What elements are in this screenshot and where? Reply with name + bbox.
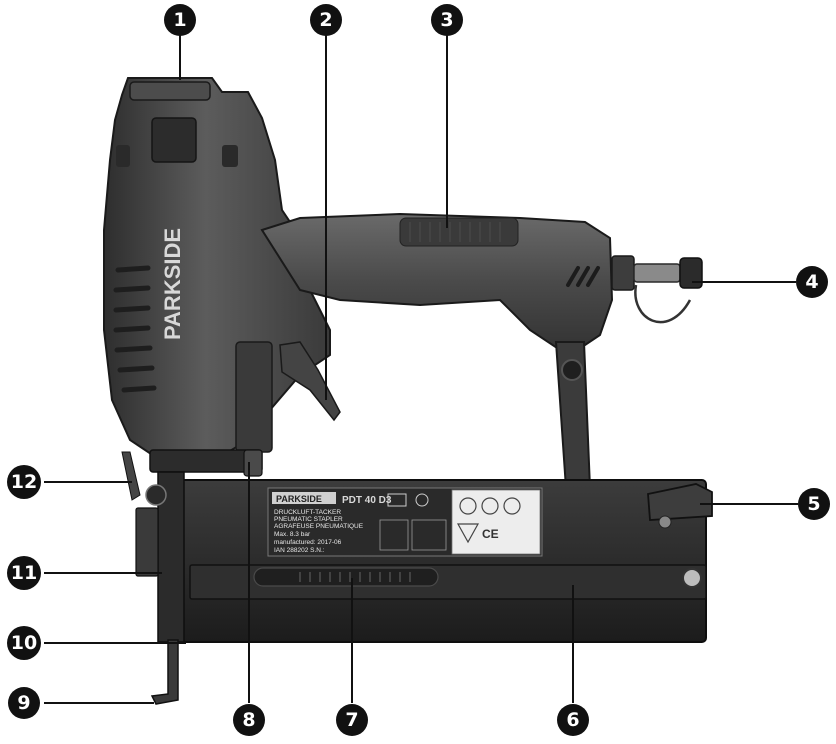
tool-body: PARKSIDE (103, 77, 713, 705)
callout-4: 4 (796, 266, 828, 298)
svg-text:3: 3 (440, 9, 453, 31)
dust-cap-strap (634, 284, 692, 324)
strut-screw (561, 359, 583, 381)
svg-text:4: 4 (805, 271, 818, 293)
leader-lines (44, 35, 798, 704)
warning-icon-3 (503, 497, 521, 515)
callout-5: 5 (798, 488, 830, 520)
depth-adjust-wheel (145, 484, 167, 506)
air-connector-fitting (633, 263, 681, 283)
triangle-warning-icon (456, 523, 480, 544)
callout-10: 10 (7, 626, 41, 660)
handle (260, 212, 614, 352)
callout-7: 7 (336, 704, 368, 736)
callout-11: 11 (7, 556, 41, 590)
label-line-1: DRUCKLUFT-TACKER (274, 509, 341, 516)
label-line-6: IAN 288202 S.N.: (274, 547, 325, 554)
svg-text:11: 11 (11, 562, 37, 584)
label-brand: PARKSIDE (276, 494, 322, 504)
label-line-3: AGRAFEUSE PNEUMATIQUE (274, 523, 364, 530)
housing-grip-ribs (113, 265, 157, 393)
callout-8: 8 (233, 704, 265, 736)
magazine-screw (682, 568, 702, 588)
svg-text:2: 2 (319, 9, 332, 31)
svg-text:1: 1 (173, 9, 186, 31)
warning-icon-1 (459, 497, 477, 515)
handle-stripes (566, 266, 600, 287)
top-cap (129, 81, 211, 101)
hook-clip (121, 451, 141, 501)
air-connector-nut (611, 255, 635, 291)
warning-icon-2 (481, 497, 499, 515)
svg-text:7: 7 (345, 709, 358, 731)
trigger (279, 341, 341, 422)
contact-safety (150, 639, 179, 705)
callout-3: 3 (431, 4, 463, 36)
svg-text:8: 8 (242, 709, 255, 731)
svg-text:6: 6 (566, 709, 579, 731)
label-line-5: manufactured: 2017-06 (274, 539, 342, 546)
label-line-2: PNEUMATIC STAPLER (274, 516, 343, 523)
label-line-4: Max. 8.3 bar (274, 531, 311, 538)
product-label: PARKSIDE PDT 40 D3 DRUCKLUFT-TACKER PNEU… (267, 487, 543, 557)
svg-text:10: 10 (11, 632, 37, 654)
safety-arm (135, 507, 159, 577)
nose-guide (157, 471, 185, 643)
svg-text:9: 9 (17, 692, 30, 714)
label-model: PDT 40 D3 (342, 495, 392, 506)
callout-6: 6 (557, 704, 589, 736)
housing (103, 77, 331, 461)
svg-text:12: 12 (11, 471, 37, 493)
callout-2: 2 (310, 4, 342, 36)
nose-block (235, 341, 273, 453)
callout-9: 9 (8, 687, 40, 719)
label-ce-mark: CE (482, 527, 499, 541)
svg-text:5: 5 (807, 493, 820, 515)
dust-cap (679, 257, 703, 289)
jam-release-bolt (243, 449, 263, 477)
callout-12: 12 (7, 465, 41, 499)
callouts: 1 2 3 4 5 6 7 8 9 10 11 12 (7, 4, 830, 736)
callout-1: 1 (164, 4, 196, 36)
housing-brand-text: PARKSIDE (160, 228, 185, 340)
top-window (151, 117, 197, 163)
